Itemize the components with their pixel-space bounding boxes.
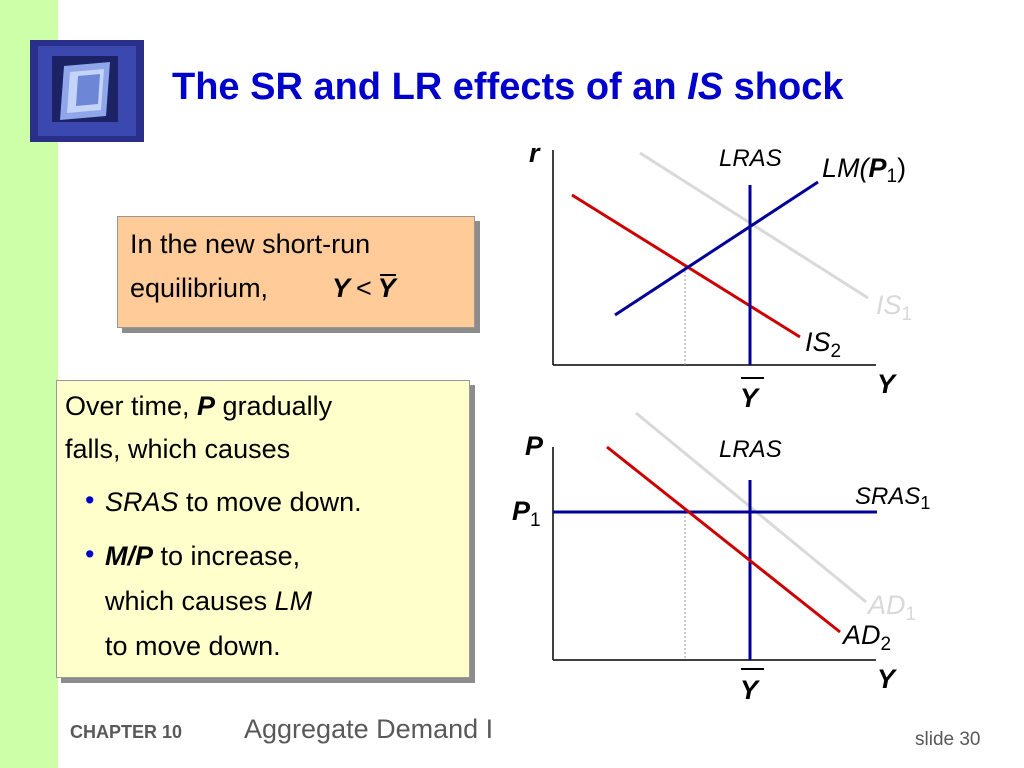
slide-title: The SR and LR effects of an IS shock <box>172 66 843 109</box>
is2-curve <box>571 193 801 339</box>
top-lras-label: LRAS <box>719 145 782 172</box>
ad1-label-text: AD <box>866 590 906 620</box>
over-time-box: Over time, P gradually falls, which caus… <box>56 380 470 678</box>
is2-label-sub: 2 <box>831 341 842 362</box>
short-run-box: In the new short-run equilibrium, Y<Y <box>117 216 475 328</box>
footer-slide-number: slide 30 <box>915 729 981 750</box>
bullet2-text: to increase, <box>153 541 301 571</box>
bottom-x-axis-label: Y <box>877 664 898 694</box>
footer-title: Aggregate Demand I <box>244 714 494 744</box>
box2-line2: falls, which causes <box>65 434 291 464</box>
bullet-2-line3: to move down. <box>105 631 281 661</box>
title-post: shock <box>723 66 844 108</box>
title-is: IS <box>687 66 724 108</box>
footer-chapter: CHAPTER 10 <box>70 722 183 742</box>
sras1-label-text: SRAS <box>855 483 920 510</box>
bottom-lras-label: LRAS <box>719 436 782 463</box>
top-ybar-label: Y <box>740 383 761 413</box>
p1-label: P1 <box>512 496 541 531</box>
is1-label-sub: 1 <box>902 304 913 325</box>
bullet1-text: to move down. <box>178 487 362 517</box>
bullet2-mp: M/P <box>105 541 154 571</box>
p1-label-text: P <box>512 496 531 526</box>
ad1-label: AD1 <box>866 590 916 625</box>
lm-label-pre: LM( <box>822 153 872 183</box>
sras1-label-sub: 1 <box>920 493 930 513</box>
ineq-right-ybar: Y <box>377 273 396 303</box>
bullet-dot-2: • <box>85 539 95 569</box>
lm-label-p: P <box>869 153 888 183</box>
bullet2-text2: which causes <box>105 586 275 616</box>
bottom-y-axis-label: P <box>525 431 544 461</box>
lm-label-post: ) <box>897 153 906 183</box>
box2-line1-p: P <box>197 391 216 421</box>
lm-p1-curve <box>614 180 819 317</box>
lm-label: LM(P1) <box>822 153 906 187</box>
lm-label-sub: 1 <box>887 166 898 187</box>
ineq-left: Y <box>332 273 351 303</box>
is1-label: IS1 <box>876 290 912 325</box>
box2-line1c: gradually <box>215 391 333 421</box>
top-x-axis-label: Y <box>877 369 898 399</box>
title-pre: The SR and LR effects of an <box>172 66 688 108</box>
ad2-curve <box>606 445 841 634</box>
ad2-label-text: AD <box>841 620 881 650</box>
ad2-label-sub: 2 <box>881 634 892 655</box>
top-y-axis-label: r <box>529 138 541 168</box>
ad1-label-sub: 1 <box>906 604 917 625</box>
box1-line1: In the new short-run <box>130 229 371 259</box>
inequality: Y<Y <box>332 273 396 304</box>
p1-label-sub: 1 <box>530 510 541 531</box>
bullet-dot-1: • <box>85 485 95 515</box>
ineq-op: < <box>356 273 372 303</box>
bullet1-sras: SRAS <box>105 487 179 517</box>
ad2-label: AD2 <box>841 620 891 655</box>
box2-line1a: Over time, <box>65 391 198 421</box>
bullet-2-line2: which causes LM <box>105 586 312 617</box>
bottom-ybar-label: Y <box>740 675 761 705</box>
chapter-logo <box>30 40 144 142</box>
box2-line1: Over time, P gradually <box>65 391 332 422</box>
box1-line2: equilibrium, <box>130 273 269 303</box>
sras1-label: SRAS1 <box>855 483 930 513</box>
is2-label: IS2 <box>805 327 841 362</box>
is2-label-text: IS <box>805 327 831 357</box>
bullet-1: SRAS to move down. <box>105 487 362 518</box>
bullet-2: M/P to increase, <box>105 541 300 572</box>
bullet2-lm: LM <box>274 586 313 616</box>
is1-label-text: IS <box>876 290 902 320</box>
